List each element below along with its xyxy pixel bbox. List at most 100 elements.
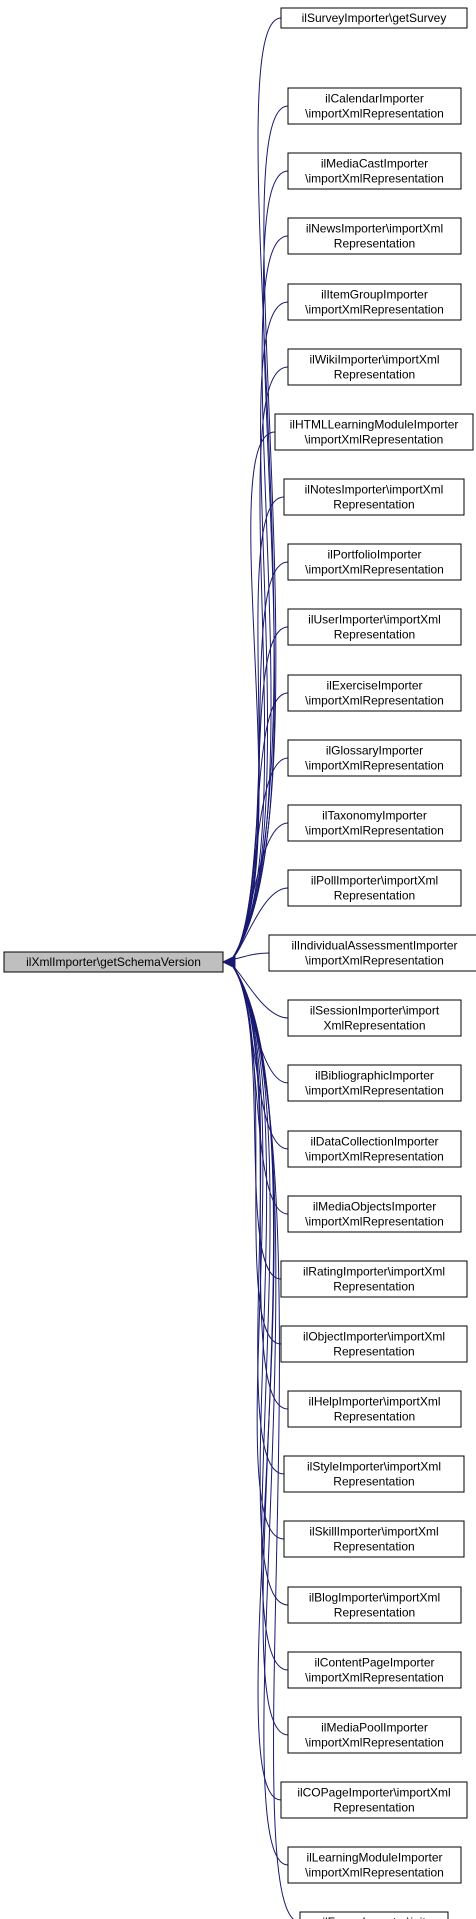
node-ilsurveyimporter-getsurvey[interactable]: ilSurveyImporter\getSurvey xyxy=(280,7,468,29)
node-box xyxy=(280,7,468,29)
node-label-line: ilForumImporter\init xyxy=(322,1915,426,1919)
node-label-line: Representation xyxy=(334,368,415,382)
node-box xyxy=(283,1520,465,1558)
node-ilwikiimporter-importxmlrepresentation[interactable]: ilWikiImporter\importXmlRepresentation xyxy=(287,348,462,386)
node-box xyxy=(287,1390,462,1428)
node-box xyxy=(274,413,474,451)
node-ilforumimporter-init[interactable]: ilForumImporter\init xyxy=(299,1911,449,1919)
node-box xyxy=(287,1651,462,1689)
node-label-line: ilSessionImporter\import xyxy=(310,1004,440,1018)
node-ilstyleimporter-importxmlrepresentation[interactable]: ilStyleImporter\importXmlRepresentation xyxy=(283,1455,465,1493)
node-label-line: ilIndividualAssessmentImporter xyxy=(291,939,457,953)
call-edge xyxy=(231,626,289,960)
node-box xyxy=(287,1846,462,1884)
call-edge xyxy=(231,561,289,960)
node-box xyxy=(268,934,476,972)
node-ilexerciseimporter-importxmlrepresentation[interactable]: ilExerciseImporter\importXmlRepresentati… xyxy=(287,674,462,712)
node-box xyxy=(287,1195,462,1233)
node-box xyxy=(280,1325,468,1363)
node-box xyxy=(287,152,462,190)
node-ilmediacastimporter-importxmlrepresentation[interactable]: ilMediaCastImporter\importXmlRepresentat… xyxy=(287,152,462,190)
node-label-line: \importXmlRepresentation xyxy=(305,172,444,186)
node-box xyxy=(287,804,462,842)
node-label-line: ilExerciseImporter xyxy=(326,679,422,693)
node-ilmediapoolimporter-importxmlrepresentation[interactable]: ilMediaPoolImporter\importXmlRepresentat… xyxy=(287,1716,462,1754)
node-ilnewsimporter-importxmlrepresentation[interactable]: ilNewsImporter\importXmlRepresentation xyxy=(287,217,462,255)
node-label-line: XmlRepresentation xyxy=(323,1019,425,1033)
node-ilskillimporter-importxmlrepresentation[interactable]: ilSkillImporter\importXmlRepresentation xyxy=(283,1520,465,1558)
node-ilblogimporter-importxmlrepresentation[interactable]: ilBlogImporter\importXmlRepresentation xyxy=(287,1586,462,1624)
node-label-line: Representation xyxy=(334,628,415,642)
node-illearningmoduleimporter-importxmlrepresentation[interactable]: ilLearningModuleImporter\importXmlRepres… xyxy=(287,1846,462,1884)
node-layer: ilXmlImporter\getSchemaVersion ilSurveyIm… xyxy=(3,7,476,1919)
node-box xyxy=(283,1455,465,1493)
call-edge xyxy=(231,235,289,960)
call-edge xyxy=(231,964,295,1919)
node-ilratingimporter-importxmlrepresentation[interactable]: ilRatingImporter\importXmlRepresentation xyxy=(280,1260,468,1298)
node-box xyxy=(287,674,462,712)
node-ilcopageimporter-importxmlrepresentation[interactable]: ilCOPageImporter\importXmlRepresentation xyxy=(280,1781,468,1819)
node-label-line: ilBibliographicImporter xyxy=(315,1069,434,1083)
node-label-line: ilItemGroupImporter xyxy=(321,288,428,302)
node-box xyxy=(287,1716,462,1754)
node-iltaxonomyimporter-importxmlrepresentation[interactable]: ilTaxonomyImporter\importXmlRepresentati… xyxy=(287,804,462,842)
node-label-line: Representation xyxy=(334,237,415,251)
node-ilobjectimporter-importxmlrepresentation[interactable]: ilObjectImporter\importXmlRepresentation xyxy=(280,1325,468,1363)
node-ilcontentpageimporter-importxmlrepresentation[interactable]: ilContentPageImporter\importXmlRepresent… xyxy=(287,1651,462,1689)
node-label-line: ilPollImporter\importXml xyxy=(311,874,438,888)
node-label-line: Representation xyxy=(333,1475,414,1489)
node-label-line: Representation xyxy=(333,1345,414,1359)
node-label-line: \importXmlRepresentation xyxy=(305,1866,444,1880)
call-edge xyxy=(231,964,282,1345)
node-ilcalendarimporter-importxmlrepresentation[interactable]: ilCalendarImporter\importXmlRepresentati… xyxy=(287,87,462,125)
node-ilbibliographicimporter-importxmlrepresentation[interactable]: ilBibliographicImporter\importXmlReprese… xyxy=(287,1064,462,1102)
node-ilpollimporter-importxmlrepresentation[interactable]: ilPollImporter\importXmlRepresentation xyxy=(287,869,462,907)
node-ilhelpimporter-importxmlrepresentation[interactable]: ilHelpImporter\importXmlRepresentation xyxy=(287,1390,462,1428)
call-edge xyxy=(231,17,282,960)
node-ilsessionimporter-importxmlrepresentation[interactable]: ilSessionImporter\importXmlRepresentatio… xyxy=(287,999,462,1037)
call-edge xyxy=(231,887,289,960)
node-ilmediaobjectsimporter-importxmlrepresentation[interactable]: ilMediaObjectsImporter\importXmlRepresen… xyxy=(287,1195,462,1233)
node-label-line: ilMediaCastImporter xyxy=(321,157,428,171)
node-label-line: ilLearningModuleImporter xyxy=(306,1851,442,1865)
node-ilitemgroupimporter-importxmlrepresentation[interactable]: ilItemGroupImporter\importXmlRepresentat… xyxy=(287,283,462,321)
node-ilglossaryimporter-importxmlrepresentation[interactable]: ilGlossaryImporter\importXmlRepresentati… xyxy=(287,739,462,777)
node-ilindividualassessmentimporter-importxmlrepresentation[interactable]: ilIndividualAssessmentImporter\importXml… xyxy=(268,934,476,972)
node-label-line: \importXmlRepresentation xyxy=(305,1150,444,1164)
call-edge xyxy=(231,366,289,960)
node-label-line: \importXmlRepresentation xyxy=(305,563,444,577)
node-label-line: \importXmlRepresentation xyxy=(305,759,444,773)
node-box xyxy=(287,348,462,386)
node-ilxmlimporter-getschemaversion[interactable]: ilXmlImporter\getSchemaVersion xyxy=(3,951,224,973)
call-edge xyxy=(231,964,285,1475)
node-label-line: ilCalendarImporter xyxy=(325,92,424,106)
node-label-line: ilGlossaryImporter xyxy=(326,744,423,758)
node-ilportfolioimporter-importxmlrepresentation[interactable]: ilPortfolioImporter\importXmlRepresentat… xyxy=(287,543,462,581)
call-edge xyxy=(231,952,270,960)
node-iluserimporter-importxmlrepresentation[interactable]: ilUserImporter\importXmlRepresentation xyxy=(287,608,462,646)
node-label-line: Representation xyxy=(333,1540,414,1554)
node-label-line: \importXmlRepresentation xyxy=(305,303,444,317)
node-label-line: \importXmlRepresentation xyxy=(305,694,444,708)
node-label-line: Representation xyxy=(334,889,415,903)
node-label-line: ilSkillImporter\importXml xyxy=(309,1525,438,1539)
node-label-line: ilBlogImporter\importXml xyxy=(309,1591,440,1605)
node-label-line: Representation xyxy=(334,1410,415,1424)
node-box xyxy=(287,999,462,1037)
call-edge xyxy=(231,964,282,1280)
call-edge xyxy=(231,964,289,1019)
node-label-line: Representation xyxy=(334,1606,415,1620)
node-box xyxy=(3,951,224,973)
node-label-line: ilObjectImporter\importXml xyxy=(303,1330,445,1344)
node-box xyxy=(287,869,462,907)
node-ilhtmllearningmoduleimporter-importxmlrepresentation[interactable]: ilHTMLLearningModuleImporter\importXmlRe… xyxy=(274,413,474,451)
node-box xyxy=(287,1064,462,1102)
node-label-line: ilPortfolioImporter xyxy=(327,548,421,562)
node-ilnotesimporter-importxmlrepresentation[interactable]: ilNotesImporter\importXmlRepresentation xyxy=(283,478,465,516)
node-label-line: \importXmlRepresentation xyxy=(305,1215,444,1229)
node-label-line: ilRatingImporter\importXml xyxy=(303,1265,445,1279)
node-ildatacollectionimporter-importxmlrepresentation[interactable]: ilDataCollectionImporter\importXmlRepres… xyxy=(287,1130,462,1168)
node-label-line: ilUserImporter\importXml xyxy=(308,613,441,627)
node-label-line: ilNewsImporter\importXml xyxy=(306,222,443,236)
node-label-line: ilMediaObjectsImporter xyxy=(313,1200,436,1214)
